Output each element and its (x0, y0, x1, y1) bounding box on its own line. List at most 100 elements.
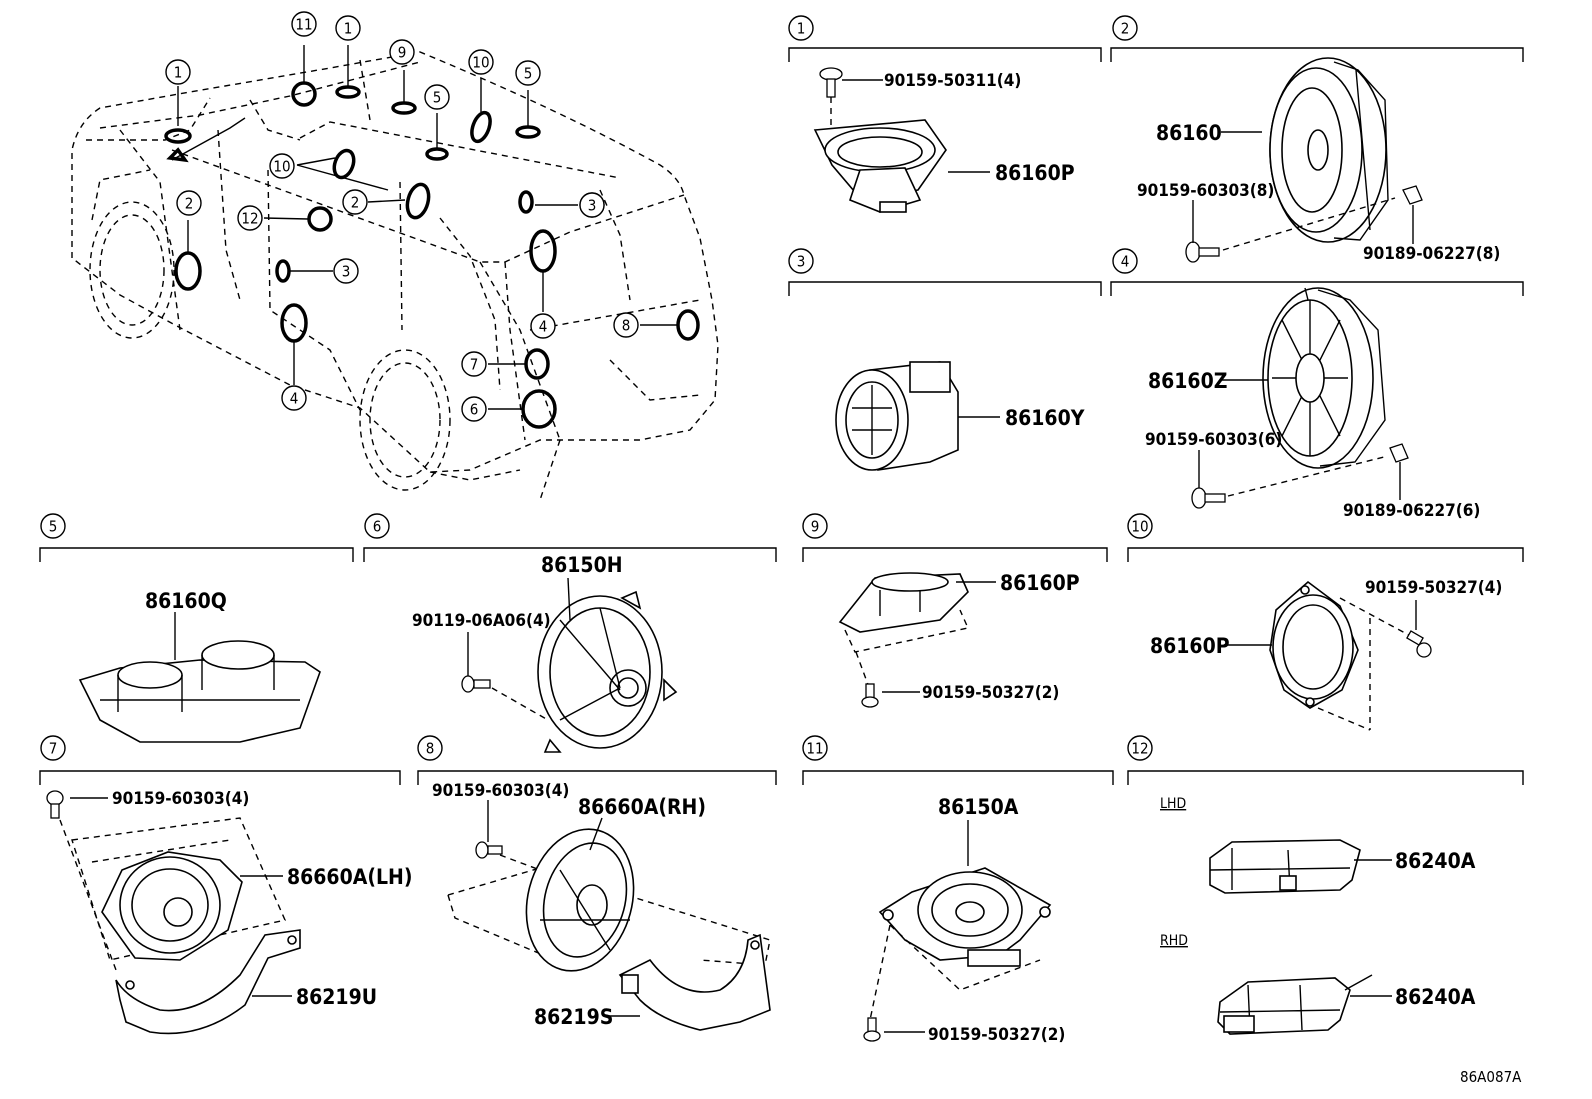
section-6-parts: 90119-06A06(4) 86150H (412, 553, 678, 753)
svg-text:10: 10 (472, 54, 489, 72)
callout-number: 12 (1127, 735, 1153, 761)
bolt-icon (1185, 241, 1220, 263)
svg-text:8: 8 (426, 740, 435, 758)
speaker-icon (813, 119, 947, 213)
bracket-icon (115, 929, 301, 1035)
svg-text:2: 2 (1121, 20, 1130, 38)
callout-number: 4 (530, 313, 556, 339)
bolt-icon (861, 683, 879, 708)
bolt-icon (1191, 487, 1226, 509)
svg-text:4: 4 (290, 390, 299, 408)
speaker-icon (525, 828, 635, 972)
section-5-parts: 86160Q (78, 589, 321, 743)
part-number: 90159-60303(4) (112, 789, 249, 809)
section-bracket (39, 547, 354, 562)
part-number: 90159-50327(2) (922, 683, 1059, 703)
svg-text:5: 5 (49, 518, 58, 536)
svg-text:4: 4 (1121, 253, 1130, 271)
speaker-icon (1269, 57, 1389, 243)
bolt-icon (863, 1017, 881, 1042)
speaker-icon (537, 590, 678, 753)
clip-icon (1402, 185, 1423, 205)
part-number: 86150A (938, 795, 1019, 819)
svg-text:2: 2 (185, 195, 194, 213)
bolt-icon (475, 841, 503, 859)
part-number: 90189-06227(6) (1343, 501, 1480, 521)
callout-number: 5 (40, 513, 66, 539)
section-3-parts: 86160Y (835, 361, 1085, 471)
bolt-icon (461, 675, 491, 693)
callout-number: 11 (802, 735, 828, 761)
bracket-icon (618, 933, 771, 1031)
callout-number: 10 (1127, 513, 1153, 539)
svg-text:1: 1 (797, 20, 806, 38)
part-number: 86160Z (1148, 369, 1227, 393)
speaker-unit-icon (78, 640, 321, 743)
vehicle-overview (71, 45, 719, 501)
section-bracket (788, 47, 1102, 62)
svg-text:1: 1 (174, 64, 183, 82)
svg-text:3: 3 (342, 263, 351, 281)
callout-number: 2 (1112, 15, 1138, 41)
diagram-code: 86A087A (1460, 1068, 1522, 1086)
part-number: 86219U (296, 985, 377, 1009)
part-number: 86160P (1000, 571, 1080, 595)
svg-text:3: 3 (588, 197, 597, 215)
callout-number: 2 (176, 190, 202, 216)
callout-number: 7 (40, 735, 66, 761)
part-number: 90159-60303(4) (432, 781, 569, 801)
callout-number: 1 (788, 15, 814, 41)
callout-number: 3 (579, 192, 605, 218)
part-number: 90159-60303(6) (1145, 430, 1282, 450)
vehicle-callouts: 11191051521012233344876 (165, 11, 639, 422)
callout-number: 3 (333, 258, 359, 284)
section-4-parts: 86160Z 90159-60303(6) 90189-06227(6) (1145, 287, 1480, 521)
callout-number: 12 (237, 205, 263, 231)
callout-number: 2 (342, 189, 368, 215)
callout-number: 7 (461, 351, 487, 377)
svg-text:7: 7 (470, 356, 479, 374)
part-number: 86240A (1395, 985, 1476, 1009)
svg-text:2: 2 (351, 194, 360, 212)
section-bracket (1127, 770, 1524, 785)
part-number: 86660A(RH) (578, 795, 706, 819)
part-number: 86160 (1156, 121, 1222, 145)
section-10-parts: 90159-50327(4) 86160P (1150, 578, 1502, 731)
section-bracket (802, 547, 1108, 562)
svg-text:6: 6 (470, 401, 479, 419)
svg-text:9: 9 (398, 44, 407, 62)
callout-number: 3 (788, 248, 814, 274)
callout-number: 9 (389, 39, 415, 65)
section-bracket (1110, 281, 1524, 296)
svg-text:11: 11 (295, 16, 312, 34)
section-9-parts: 86160P 90159-50327(2) (838, 571, 1080, 708)
svg-text:9: 9 (811, 518, 820, 536)
callout-number: 1 (335, 15, 361, 41)
part-number: 86240A (1395, 849, 1476, 873)
section-bracket (1110, 47, 1524, 62)
speaker-icon (1262, 287, 1386, 469)
section-bracket (363, 547, 777, 562)
svg-text:6: 6 (373, 518, 382, 536)
bolt-icon (819, 67, 843, 98)
svg-text:3: 3 (797, 253, 806, 271)
section-bracket (802, 770, 1114, 785)
section-bracket (1127, 547, 1524, 562)
tweeter-icon (838, 572, 969, 633)
callout-number: 5 (515, 60, 541, 86)
bolt-icon (46, 790, 64, 819)
svg-text:11: 11 (806, 740, 823, 758)
callout-number: 6 (461, 396, 487, 422)
part-number: 86660A(LH) (287, 865, 412, 889)
part-number: 90159-50327(2) (928, 1025, 1065, 1045)
clip-icon (1389, 443, 1409, 463)
speaker-icon (1269, 580, 1359, 709)
section-8-parts: 90159-60303(4) 86660A(RH) 86219S (432, 781, 771, 1031)
svg-text:12: 12 (241, 210, 258, 228)
part-number: 90159-60303(8) (1137, 181, 1274, 201)
svg-text:1: 1 (344, 20, 353, 38)
part-number: 90189-06227(8) (1363, 244, 1500, 264)
section-7-parts: 90159-60303(4) 86660A(LH) 86219U (46, 789, 412, 1035)
